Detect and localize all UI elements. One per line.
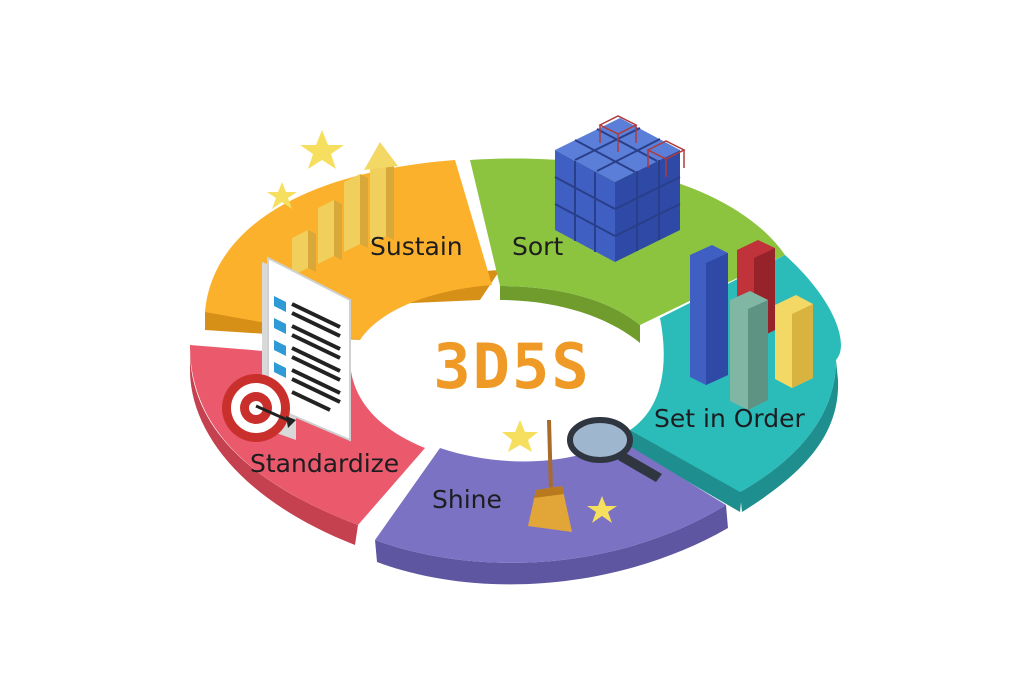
segment-label-shine: Shine <box>432 485 502 514</box>
magnifier-icon <box>567 417 662 482</box>
cube-grid-icon <box>554 115 686 262</box>
segment-label-sustain: Sustain <box>370 232 463 261</box>
center-title: 3D5S <box>433 330 590 403</box>
target-icon <box>222 374 296 442</box>
segment-label-standardize: Standardize <box>250 449 399 478</box>
broom-icon <box>528 420 572 532</box>
stacked-columns-icon <box>690 240 813 410</box>
segment-label-sort: Sort <box>512 232 563 261</box>
growth-bars-icon <box>292 142 398 276</box>
segment-label-set-in-order: Set in Order <box>654 404 806 433</box>
sparkle-icon <box>502 420 617 523</box>
star-icon <box>267 130 344 209</box>
